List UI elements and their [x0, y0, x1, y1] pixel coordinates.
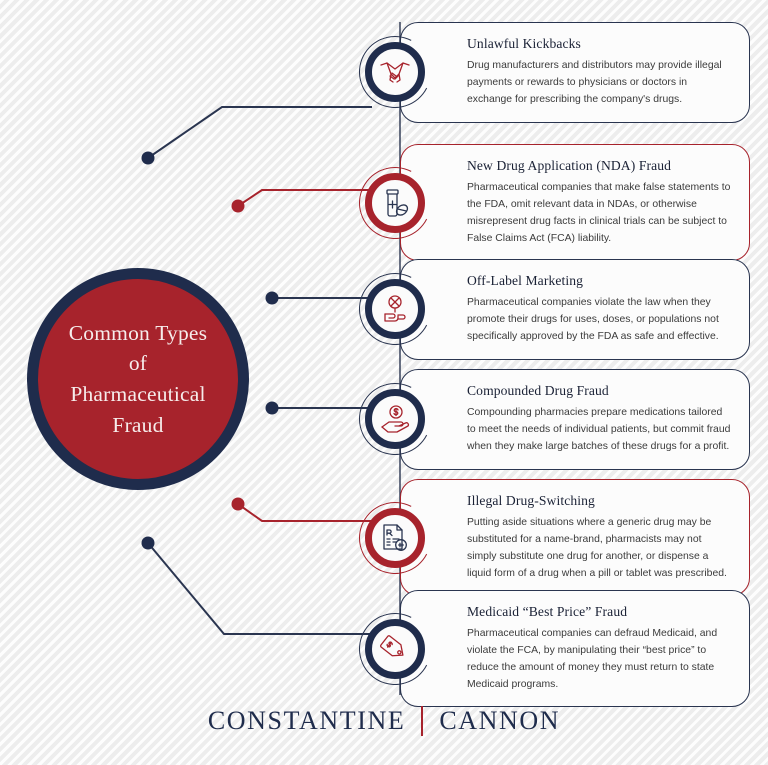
card-off-label-marketing[interactable]: Off-Label Marketing Pharmaceutical compa… [349, 259, 750, 360]
icon-badge-4 [349, 373, 441, 465]
card-title: Illegal Drug-Switching [467, 493, 595, 508]
card-compounded-drug-fraud[interactable]: Compounded Drug Fraud Compounding pharma… [349, 369, 750, 470]
hand-holding-dollar-coin-icon [365, 389, 425, 449]
card-body: Drug manufacturers and distributors may … [467, 60, 722, 105]
icon-badge-5 [349, 492, 441, 584]
card-nda-fraud[interactable]: New Drug Application (NDA) Fraud Pharmac… [349, 144, 750, 262]
price-tag-icon [365, 619, 425, 679]
logo-word-constantine: CONSTANTINE [207, 706, 406, 735]
connector-card-2 [231, 189, 372, 213]
hub-title: Common Types of Pharmaceutical Fraud [68, 320, 208, 437]
icon-badge-2 [349, 157, 441, 249]
card-body: Pharmaceutical companies can defraud Med… [467, 628, 718, 690]
connector-card-4 [265, 401, 372, 415]
logo-word-cannon: CANNON [439, 706, 561, 735]
connector-dot-6 [141, 536, 155, 550]
connector-dot-4 [265, 401, 279, 415]
card-body: Pharmaceutical companies violate the law… [467, 297, 719, 342]
connector-dot-3 [265, 291, 279, 305]
card-illegal-drug-switching[interactable]: Illegal Drug-Switching Putting aside sit… [349, 479, 750, 597]
connector-dot-1 [141, 151, 155, 165]
icon-ring [365, 42, 425, 103]
icon-badge-1 [349, 26, 441, 118]
pill-bottle-icon [365, 173, 425, 233]
card-title: New Drug Application (NDA) Fraud [467, 158, 672, 173]
card-medicaid-best-price-fraud[interactable]: Medicaid “Best Price” Fraud Pharmaceutic… [349, 590, 750, 708]
icon-badge-6 [349, 603, 441, 695]
handshake-icon [365, 42, 425, 102]
card-title: Unlawful Kickbacks [467, 36, 581, 51]
connector-card-6 [141, 536, 372, 635]
logo-divider [421, 706, 424, 736]
hub-circle: Common Types of Pharmaceutical Fraud [27, 268, 249, 490]
connector-card-5 [231, 497, 372, 522]
card-title: Medicaid “Best Price” Fraud [467, 604, 628, 619]
card-unlawful-kickbacks[interactable]: Unlawful Kickbacks Drug manufacturers an… [349, 22, 750, 123]
footer-logo: CONSTANTINE CANNON [0, 706, 768, 736]
card-title: Off-Label Marketing [467, 273, 584, 288]
card-title: Compounded Drug Fraud [467, 383, 609, 398]
icon-badge-3 [349, 263, 441, 355]
icon-ring [365, 618, 425, 679]
card-body: Putting aside situations where a generic… [467, 517, 727, 579]
icon-ring [365, 507, 425, 568]
connector-card-3 [265, 291, 372, 305]
connector-card-1 [141, 106, 372, 165]
card-body: Pharmaceutical companies that make false… [467, 182, 731, 244]
icon-ring [365, 389, 425, 450]
connector-dot-2 [231, 199, 245, 213]
hand-holding-blocked-pill-icon [365, 279, 425, 339]
card-body: Compounding pharmacies prepare medicatio… [467, 407, 731, 452]
connector-dot-5 [231, 497, 245, 511]
icon-ring [365, 172, 425, 233]
prescription-document-icon [365, 508, 425, 568]
